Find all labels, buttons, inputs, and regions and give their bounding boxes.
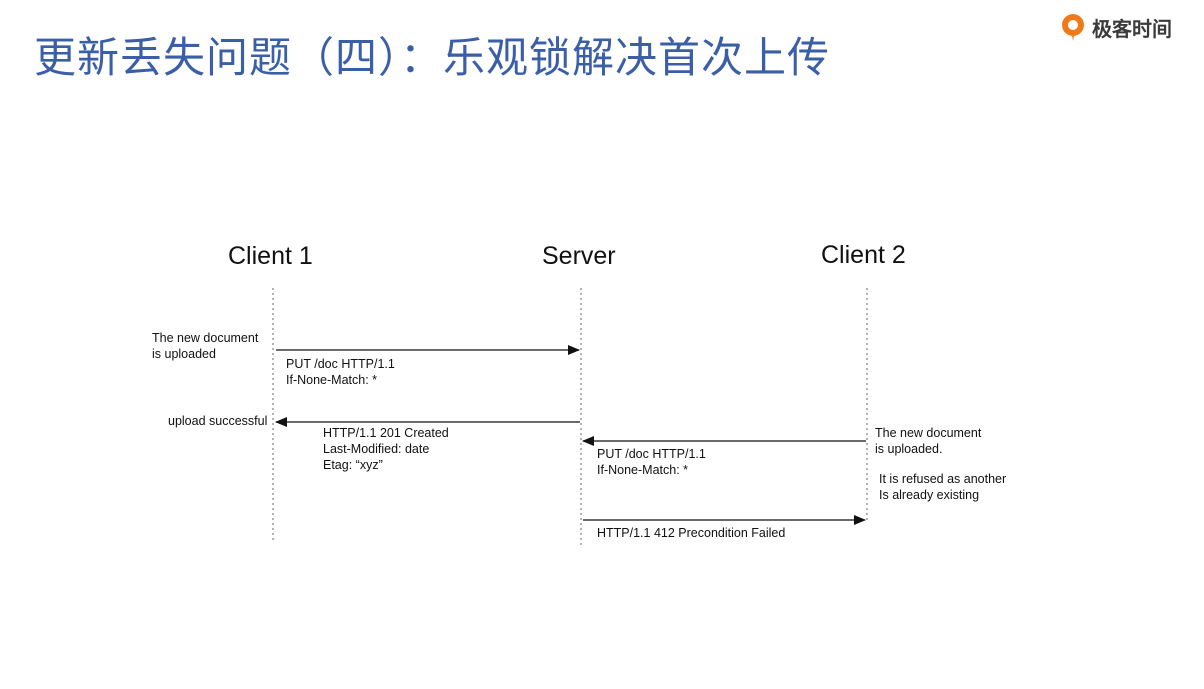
geektime-logo-icon: [1062, 14, 1084, 41]
note-line: The new document: [875, 426, 982, 440]
message-line: If-None-Match: *: [597, 463, 689, 477]
note-client2-upload: The new document is uploaded.: [875, 425, 981, 457]
message-put-request: PUT /doc HTTP/1.1 If-None-Match: *: [286, 356, 395, 388]
message-line: If-None-Match: *: [286, 373, 378, 387]
note-client1-success: upload successful: [168, 414, 268, 428]
slide-title: 更新丢失问题（四）：乐观锁解决首次上传: [34, 33, 831, 82]
note-line: Is already existing: [879, 488, 980, 502]
participant-client-1: Client 1: [228, 242, 313, 270]
message-line: Etag: “xyz”: [323, 458, 383, 472]
note-line: It is refused as another: [879, 472, 1007, 486]
message-412-precondition-failed: HTTP/1.1 412 Precondition Failed: [597, 526, 786, 540]
participant-client-2: Client 2: [821, 241, 906, 269]
message-line: HTTP/1.1 201 Created: [323, 426, 449, 440]
message-line: Last-Modified: date: [323, 442, 430, 456]
note-client1-upload: The new document is uploaded: [152, 330, 258, 362]
message-put-request-client2: PUT /doc HTTP/1.1 If-None-Match: *: [597, 446, 706, 478]
note-client2-refused: It is refused as another Is already exis…: [879, 471, 1006, 503]
brand-logo: 极客时间: [1058, 10, 1172, 44]
note-line: is uploaded: [152, 347, 216, 361]
note-line: The new document: [152, 331, 259, 345]
message-line: PUT /doc HTTP/1.1: [597, 447, 706, 461]
message-201-created: HTTP/1.1 201 Created Last-Modified: date…: [323, 425, 449, 473]
logo-text: 极客时间: [1092, 16, 1172, 41]
note-line: is uploaded.: [875, 442, 943, 456]
message-line: PUT /doc HTTP/1.1: [286, 357, 395, 371]
participant-server: Server: [542, 242, 616, 270]
